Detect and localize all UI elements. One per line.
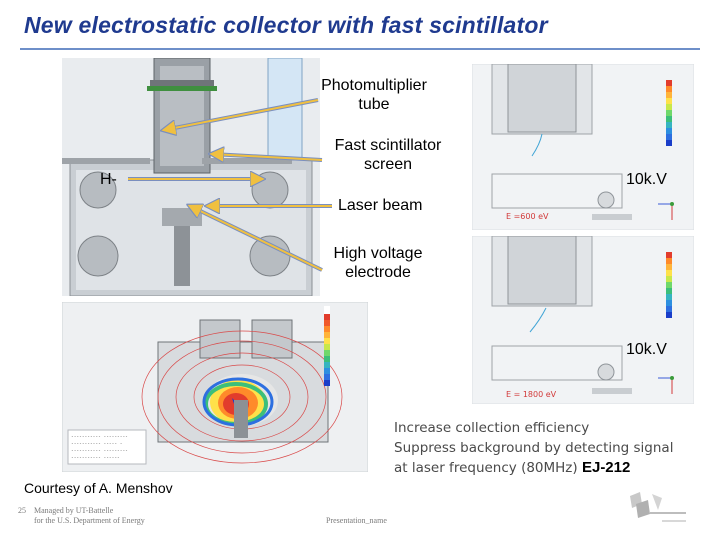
- field-panel-600ev: [472, 64, 694, 230]
- product-name: EJ-212: [581, 459, 631, 476]
- bullet-1: Increase collection efficiency: [394, 420, 590, 436]
- bullet-3: at laser frequency (80MHz) EJ-212: [394, 458, 714, 478]
- scintillator-label-line1: Fast scintillator: [334, 137, 442, 154]
- voltage-bottom-label: 10k.V: [626, 341, 667, 358]
- title-underline: [20, 48, 700, 50]
- credit-text: Courtesy of A. Menshov: [24, 480, 173, 496]
- scintillator-label: Fast scintillator screen: [318, 136, 458, 174]
- detector-cad-drawing: [62, 58, 320, 296]
- lab-logo: [630, 492, 686, 522]
- field-simulation-plot: ----------- --------- ----------- ----- …: [62, 302, 368, 472]
- footer-managed: Managed by UT-Battelle for the U.S. Depa…: [34, 506, 145, 526]
- voltage-top-label: 10k.V: [626, 171, 667, 188]
- laser-beam-label: Laser beam: [338, 197, 423, 214]
- scintillator-label-line2: screen: [363, 156, 413, 173]
- bullet-2: Suppress background by detecting signal: [394, 440, 674, 456]
- footer-managed-line2: for the U.S. Department of Energy: [34, 516, 145, 525]
- pmt-label-line1: Photomultiplier: [321, 77, 427, 94]
- bullet-3-text: at laser frequency (80MHz): [394, 460, 578, 476]
- hv-electrode-label: High voltage electrode: [318, 244, 438, 282]
- svg-text:----------- ---------: ----------- ---------: [71, 449, 128, 454]
- pmt-label-line2: tube: [358, 96, 390, 113]
- footer-managed-line1: Managed by UT-Battelle: [34, 506, 114, 515]
- energy-top-label: E =600 eV: [506, 212, 549, 221]
- hv-label-line1: High voltage: [333, 245, 423, 262]
- presentation-name: Presentation_name: [326, 516, 387, 525]
- svg-text:----------- ---------: ----------- ---------: [71, 435, 128, 440]
- svg-text:----------- ----- -: ----------- ----- -: [71, 442, 122, 447]
- slide-title: New electrostatic collector with fast sc…: [24, 12, 548, 38]
- hv-label-line2: electrode: [345, 264, 411, 281]
- bullet-list: Increase collection efficiency Suppress …: [394, 418, 714, 478]
- pmt-label: Photomultiplier tube: [306, 76, 442, 114]
- svg-text:----------- ------: ----------- ------: [71, 456, 120, 461]
- page-number: 25: [18, 506, 26, 515]
- h-minus-label: H-: [100, 171, 117, 188]
- field-panel-1800ev: [472, 236, 694, 404]
- energy-bottom-label: E = 1800 eV: [506, 390, 557, 399]
